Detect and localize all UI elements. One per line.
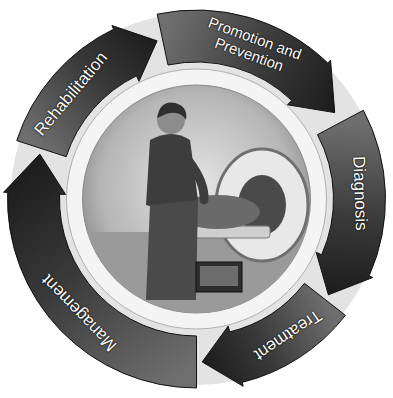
cycle-arrow: Management <box>1 143 199 394</box>
inner-ring <box>67 69 327 329</box>
monitor <box>196 262 242 292</box>
stage-label: Diagnosis <box>349 156 370 231</box>
figure-coat <box>146 134 198 209</box>
monitor-screen <box>200 266 238 286</box>
arrow-shape <box>17 26 157 157</box>
figure-arm <box>188 160 204 200</box>
photo-scene <box>80 103 320 322</box>
arrow-shape <box>202 283 345 386</box>
cycle-arrow: Treatment <box>199 277 351 394</box>
cycle-arrow: Rehabilitation <box>10 9 167 161</box>
arrow-shape <box>316 110 385 295</box>
arrow-shape <box>300 106 392 315</box>
arrow-shape <box>4 154 197 388</box>
arrow-shape <box>1 143 199 394</box>
arrow-shape <box>154 4 363 132</box>
arrow-shape <box>157 10 335 113</box>
cycle-arrow: Diagnosis <box>300 106 392 315</box>
figure-legs <box>146 200 198 300</box>
figure-hair <box>157 103 186 120</box>
cycle-arrow: Promotion and Prevention <box>154 4 363 132</box>
